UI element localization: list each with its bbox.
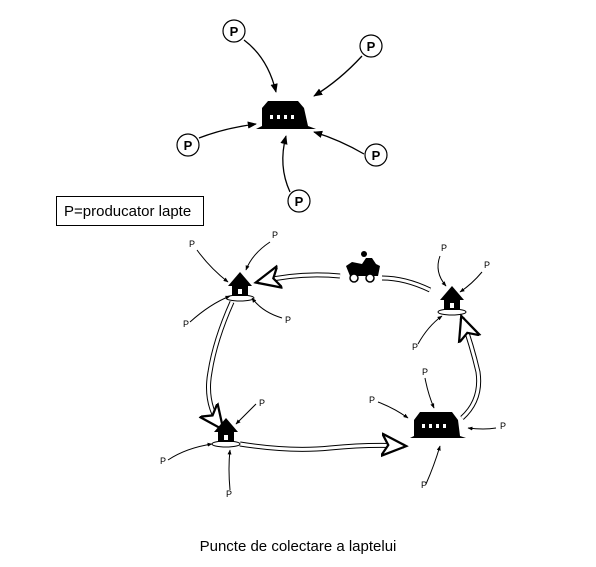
legend-text: P=producator lapte [64,202,192,220]
producer-label: P [372,148,381,163]
producer-node: P [176,133,200,157]
producer-label: P [500,421,506,431]
producer-node: P [364,143,388,167]
producer-label: P [160,456,166,466]
producer-label: P [184,138,193,153]
producer-label: P [226,489,232,499]
diagram-caption: Puncte de colectare a laptelui [199,538,397,555]
producer-label: P [285,315,291,325]
producer-label: P [412,342,418,352]
producer-node: P [222,19,246,43]
producer-label: P [441,243,447,253]
horse-cart-icon [346,251,380,283]
hut-icon [437,286,467,316]
hut-icon [225,272,255,302]
producer-label: P [230,24,239,39]
producer-label: P [189,239,195,249]
producer-arrows-top [198,39,365,193]
legend-box: P=producator lapte [56,196,204,226]
producer-label: P [421,480,427,490]
producer-label: P [183,319,189,329]
producer-arrows-bottom [167,241,497,491]
central-collection-house-icon [410,412,466,438]
central-collection-house-icon [256,101,316,129]
producer-node: P [287,189,311,213]
collection-route [209,275,479,449]
producer-label: P [272,230,278,240]
producer-label: P [422,367,428,377]
producer-label: P [484,260,490,270]
producer-labels-small: P P P P P P P P P P P P P P [160,230,506,499]
producer-label: P [369,395,375,405]
producer-label: P [295,194,304,209]
producer-label: P [259,398,265,408]
producer-node: P [359,34,383,58]
producer-label: P [367,39,376,54]
